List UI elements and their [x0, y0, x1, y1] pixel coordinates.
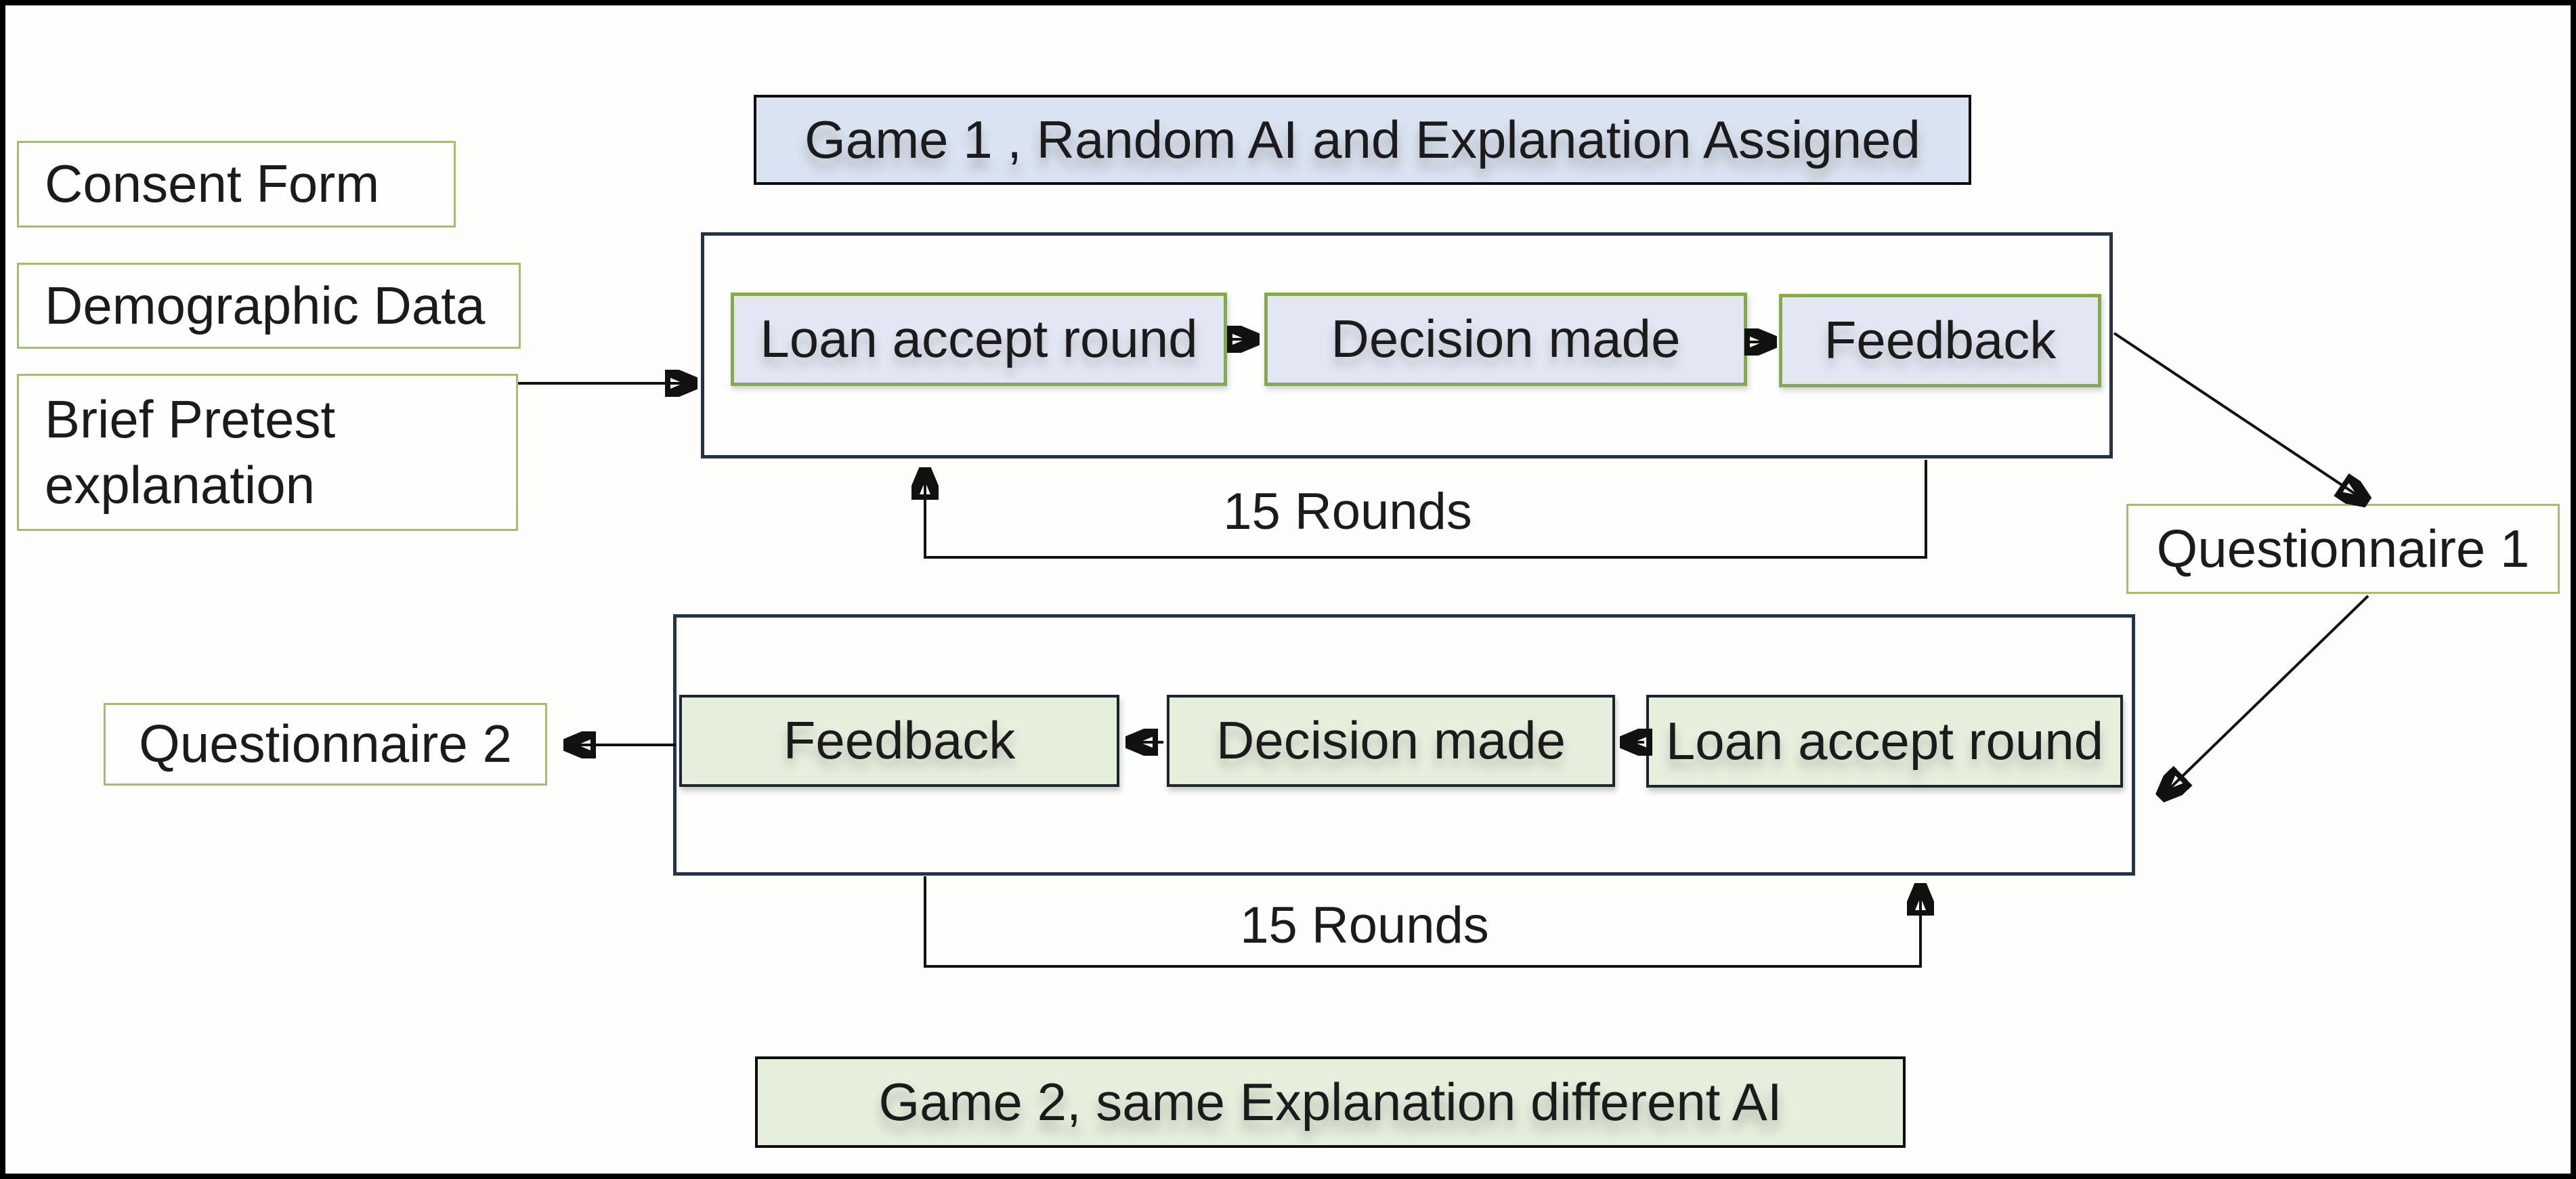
game2-title-box: Game 2, same Explanation different AI [755, 1056, 1906, 1148]
game2-step-decision-made: Decision made [1167, 695, 1615, 787]
questionnaire2-box: Questionnaire 2 [104, 703, 547, 786]
game1-step-label: Decision made [1331, 309, 1681, 369]
game2-rounds-label: 15 Rounds [1240, 897, 1489, 954]
game1-step-feedback: Feedback [1779, 294, 2101, 387]
game1-step-loan-accept-round: Loan accept round [731, 293, 1227, 386]
game1-title-label: Game 1 , Random AI and Explanation Assig… [804, 109, 1920, 169]
game1-step-label: Loan accept round [760, 309, 1198, 369]
game1-rounds-label: 15 Rounds [1223, 483, 1472, 540]
demographic-data-label: Demographic Data [45, 275, 486, 335]
game2-title-label: Game 2, same Explanation different AI [878, 1071, 1782, 1132]
questionnaire2-label: Questionnaire 2 [139, 714, 512, 774]
game1-step-label: Feedback [1824, 310, 2057, 370]
game2-step-loan-accept-round: Loan accept round [1646, 695, 2123, 788]
game2-step-label: Feedback [783, 710, 1016, 771]
game2-step-label: Decision made [1216, 710, 1566, 771]
game1-title-box: Game 1 , Random AI and Explanation Assig… [754, 95, 1971, 185]
questionnaire1-label: Questionnaire 1 [2156, 518, 2530, 578]
brief-pretest-label: Brief Pretest explanation [45, 389, 336, 515]
consent-form-box: Consent Form [17, 141, 456, 228]
game2-step-feedback: Feedback [679, 695, 1119, 787]
questionnaire1-box: Questionnaire 1 [2126, 504, 2560, 594]
consent-form-label: Consent Form [45, 154, 380, 214]
demographic-data-box: Demographic Data [17, 263, 521, 349]
game1-step-decision-made: Decision made [1264, 293, 1747, 386]
game2-step-label: Loan accept round [1665, 710, 2104, 771]
brief-pretest-box: Brief Pretest explanation [17, 374, 518, 531]
